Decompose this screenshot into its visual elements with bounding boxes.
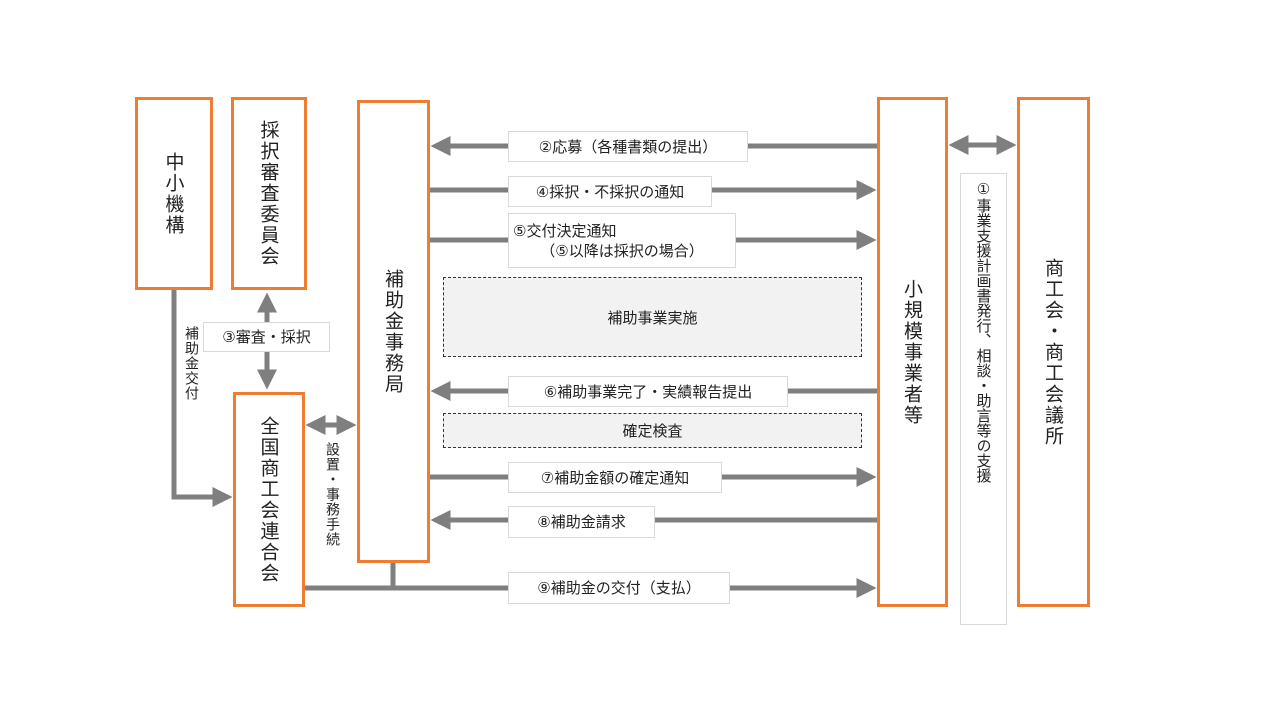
step4-label: ④採択・不採択の通知 <box>508 176 712 207</box>
step6-label: ⑥補助事業完了・実績報告提出 <box>508 376 788 407</box>
secretariat-box: 補助金事務局 <box>357 100 430 563</box>
setup-label: 設置・事務手続 <box>322 442 342 547</box>
small-businesses-label: 小規模事業者等 <box>901 278 923 426</box>
review-committee-label: 採択審査委員会 <box>257 120 280 267</box>
chambers-label: 商工会・商工会議所 <box>1042 257 1064 447</box>
arrow-subsidy-grant <box>171 290 233 507</box>
subsidy-grant-label: 補助金交付 <box>181 326 201 401</box>
inspection-phase: 確定検査 <box>443 413 862 448</box>
step5-label-line2: （⑤以降は採択の場合） <box>540 241 704 260</box>
step3-label: ③審査・採択 <box>203 322 330 352</box>
small-businesses-box: 小規模事業者等 <box>877 97 948 607</box>
smrj-label: 中小機構 <box>162 151 185 236</box>
step1-label: ①事業支援計画書発行、相談・助言等の支援 <box>974 180 993 483</box>
step2-label: ②応募（各種書類の提出） <box>508 131 748 162</box>
step5-label-line1: ⑤交付決定通知 <box>513 221 617 240</box>
secretariat-label: 補助金事務局 <box>382 268 404 395</box>
chambers-box: 商工会・商工会議所 <box>1017 97 1090 607</box>
review-committee-box: 採択審査委員会 <box>231 97 307 290</box>
national-federation-box: 全国商工会連合会 <box>233 392 305 607</box>
implementation-phase: 補助事業実施 <box>443 277 862 357</box>
step9-label: ⑨補助金の交付（支払） <box>508 572 730 604</box>
step5-box: ⑤交付決定通知 （⑤以降は採択の場合） <box>508 213 736 268</box>
step8-label: ⑧補助金請求 <box>508 506 655 538</box>
national-federation-label: 全国商工会連合会 <box>257 415 280 584</box>
smrj-box: 中小機構 <box>135 97 213 290</box>
step1-box: ①事業支援計画書発行、相談・助言等の支援 <box>960 173 1007 625</box>
step7-label: ⑦補助金額の確定通知 <box>508 462 722 493</box>
